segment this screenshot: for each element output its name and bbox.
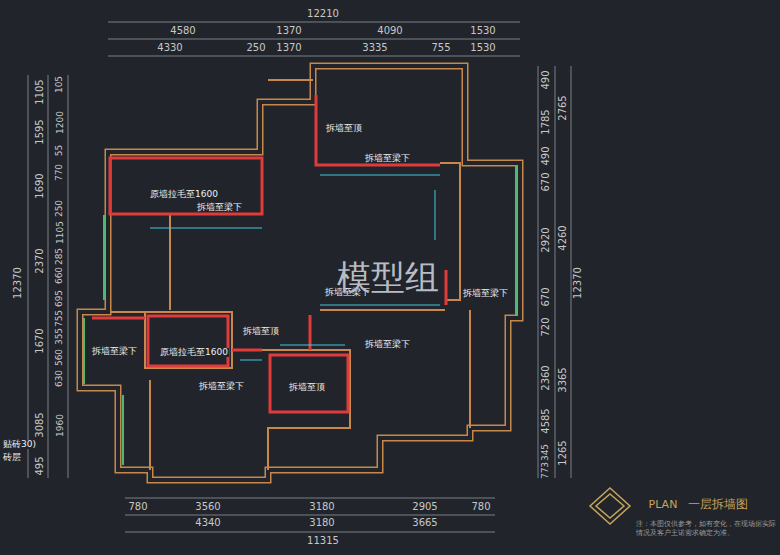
dimension-text: 2360	[541, 365, 551, 390]
plan-tag: PLAN	[649, 499, 678, 510]
annotation: 拆墙至梁下	[91, 347, 138, 356]
dimension-text: 3665	[412, 518, 437, 528]
dimension-text: 670	[541, 172, 551, 191]
dimension-text: 1530	[470, 26, 495, 36]
dimension-text: 285	[56, 247, 65, 264]
dimension-text: 720	[541, 317, 551, 336]
dimension-text: 495	[35, 456, 45, 475]
dimension-text: 1105	[35, 79, 45, 104]
dimension-text: 4580	[170, 26, 195, 36]
dimension-text: 660	[56, 266, 65, 283]
dimension-text: 250	[246, 43, 265, 53]
dimension-text: 1670	[35, 328, 45, 353]
dimension-text: 780	[128, 502, 147, 512]
annotation: 贴砖30)	[2, 440, 37, 449]
dimension-text: 1105	[56, 221, 65, 244]
annotation: 拆墙至顶	[288, 383, 326, 392]
dimension-text: 4090	[377, 26, 402, 36]
dimension-text: 3560	[195, 502, 220, 512]
dimension-text: 560	[56, 348, 65, 365]
watermark: 模型组	[337, 260, 439, 294]
dimension-text: 755	[431, 43, 450, 53]
dimension-text: 250	[56, 199, 65, 216]
dimension-text: 1265	[558, 440, 568, 465]
dimension-text: 105	[56, 75, 65, 92]
annotation: 原墙拉毛至1600	[159, 348, 229, 357]
dimension-text: 2905	[412, 502, 437, 512]
dimension-text: 3335	[362, 43, 387, 53]
dimension-text: 630	[56, 369, 65, 386]
dimension-text: 4330	[157, 43, 182, 53]
dimension-text: 695	[56, 289, 65, 306]
dimension-text: 12370	[573, 267, 583, 299]
dimension-text: 1785	[541, 109, 551, 134]
annotation: 拆墙至梁下	[364, 154, 411, 163]
dimension-text: 780	[471, 502, 490, 512]
dimension-text: 490	[541, 70, 551, 89]
dimension-text: 4585	[541, 408, 551, 433]
dimension-text: 12370	[13, 267, 23, 299]
dimension-text: 1690	[35, 173, 45, 198]
annotation: 拆墙至顶	[325, 124, 363, 133]
dimension-text: 1370	[276, 26, 301, 36]
annotation: 拆墙至梁下	[196, 203, 243, 212]
drawing-title: 一层拆墙图	[688, 498, 748, 510]
dimension-text: 755	[56, 309, 65, 326]
dimension-text: 3085	[35, 412, 45, 437]
dimension-text: 2370	[35, 248, 45, 273]
dimension-text: 345	[542, 443, 551, 460]
dimension-text: 770	[56, 163, 65, 180]
dimension-text: 355	[56, 327, 65, 344]
dimension-text: 670	[541, 287, 551, 306]
dimension-text: 1595	[35, 119, 45, 144]
dimension-text: 3180	[309, 518, 334, 528]
note-text: 注：本图仅供参考，如有变化，在现场据实际情况及客户主诺需求确定为准。	[636, 520, 776, 538]
dimension-text: 1960	[56, 414, 65, 437]
dimension-text: 2765	[558, 95, 568, 120]
dimension-text: 1370	[276, 43, 301, 53]
annotation: 拆墙至梁下	[364, 340, 411, 349]
dimension-text: 2920	[541, 227, 551, 252]
dimension-text: 11315	[307, 536, 339, 546]
dimension-text: 1530	[470, 43, 495, 53]
annotation: 拆墙至顶	[242, 327, 280, 336]
dimension-text: 490	[541, 146, 551, 165]
dimension-text: 1200	[56, 111, 65, 134]
dimension-text: 4260	[558, 225, 568, 250]
dimension-text: 3365	[558, 367, 568, 392]
dimension-text: 773	[542, 461, 551, 478]
dimension-text: 3180	[309, 502, 334, 512]
dimension-text: 12210	[307, 9, 339, 19]
dimension-text: 55	[55, 144, 64, 155]
annotation: 原墙拉毛至1600	[149, 190, 219, 199]
annotation: 拆墙至梁下	[198, 382, 245, 391]
annotation: 砖层	[2, 453, 22, 462]
dimension-text: 4340	[195, 518, 220, 528]
annotation: 拆墙至梁下	[462, 289, 509, 298]
